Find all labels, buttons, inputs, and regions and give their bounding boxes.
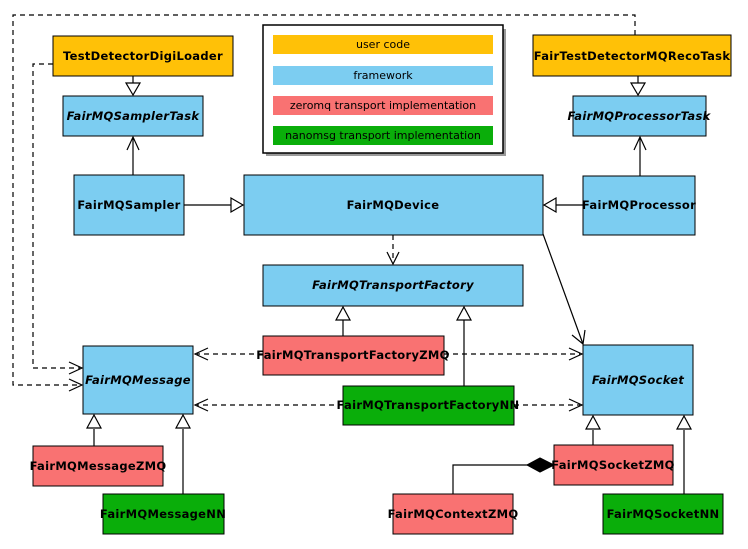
generalization-arrowhead [334,305,352,321]
svg-text:FairMQContextZMQ: FairMQContextZMQ [388,507,519,521]
svg-text:FairMQProcessor: FairMQProcessor [582,198,696,212]
open-arrowhead [193,347,209,361]
edge-sampler-extends-device [184,196,245,214]
generalization-arrowhead [174,413,192,429]
legend-label-framework: framework [353,69,413,82]
node-fairmq-socket-zmq: FairMQSocketZMQ [551,444,674,486]
legend-swatch-zeromq [273,96,493,115]
svg-text:FairMQSocket: FairMQSocket [592,373,684,387]
node-fairmq-socket: FairMQSocket [582,344,694,416]
svg-text:FairTestDetectorMQRecoTask: FairTestDetectorMQRecoTask [534,49,731,63]
edge-factoryzmq-depends-socket [444,347,584,361]
legend-label-user-code: user code [356,38,410,51]
edge-recotask-extends-processortask [629,76,647,97]
legend-swatch-framework [273,66,493,85]
edge-socketzmq-extends-socket [584,414,602,445]
svg-text:FairMQSocketNN: FairMQSocketNN [607,507,720,521]
generalization-arrowhead [675,414,693,430]
edge-factorynn-depends-socket [514,398,584,412]
edge-factorynn-extends-transportfactory [455,305,473,386]
edge-messagenn-extends-message [174,413,192,494]
legend-label-nanomsg: nanomsg transport implementation [285,129,481,142]
open-arrowhead [68,361,84,375]
svg-text:TestDetectorDigiLoader: TestDetectorDigiLoader [63,49,223,63]
svg-text:FairMQTransportFactory: FairMQTransportFactory [312,278,474,292]
node-fairmq-transport-factory-nn: FairMQTransportFactoryNN [337,385,520,426]
node-fairmq-message: FairMQMessage [82,345,194,415]
edge-device-depends-transportfactory [386,235,400,266]
edge-digiloader-extends-samplertask [124,76,142,97]
node-fairmq-transport-factory-zmq: FairMQTransportFactoryZMQ [256,335,450,376]
svg-text:FairMQDevice: FairMQDevice [347,198,440,212]
node-fairmq-sampler: FairMQSampler [73,174,185,236]
edge-processor-extends-device [542,196,583,214]
node-fairmq-message-zmq: FairMQMessageZMQ [30,445,167,487]
edge-device-uses-socket [542,233,586,346]
node-fair-test-detector-mq-reco-task: FairTestDetectorMQRecoTask [532,34,732,77]
edge-sampler-uses-samplertask [126,135,140,175]
generalization-arrowhead [542,196,557,214]
legend-swatch-user-code [273,35,493,54]
open-arrowhead [68,378,84,392]
svg-text:FairMQMessageZMQ: FairMQMessageZMQ [30,459,167,473]
edge-messagezmq-extends-message [85,413,103,446]
edge-digiloader-depends-message [32,63,84,375]
open-arrowhead [568,347,584,361]
open-arrowhead [386,251,400,266]
composition-diamond [525,457,556,473]
open-arrowhead [633,135,647,151]
generalization-arrowhead [455,305,473,321]
generalization-arrowhead [584,414,602,430]
node-fairmq-sampler-task: FairMQSamplerTask [62,95,204,137]
open-arrowhead [193,398,209,412]
legend-swatch-nanomsg [273,126,493,145]
svg-text:FairMQMessage: FairMQMessage [85,373,191,387]
svg-text:FairMQMessageNN: FairMQMessageNN [100,507,226,521]
node-test-detector-digi-loader: TestDetectorDigiLoader [52,35,234,77]
legend-label-zeromq: zeromq transport implementation [290,99,476,112]
legend: user code framework zeromq transport imp… [262,24,506,156]
svg-text:FairMQSamplerTask: FairMQSamplerTask [67,109,201,123]
open-arrowhead [126,135,140,151]
edge-contextzmq-composed-socketzmq [452,457,556,494]
node-fairmq-processor-task: FairMQProcessorTask [567,95,711,137]
edge-recotask-depends-message [12,14,636,392]
svg-text:FairMQProcessorTask: FairMQProcessorTask [567,109,711,123]
node-fairmq-socket-nn: FairMQSocketNN [602,493,724,535]
node-fairmq-message-nn: FairMQMessageNN [100,493,226,535]
edge-factorynn-depends-message [193,398,343,412]
node-fairmq-transport-factory: FairMQTransportFactory [262,264,524,307]
svg-text:FairMQTransportFactoryZMQ: FairMQTransportFactoryZMQ [256,348,450,362]
edge-factoryzmq-depends-message [193,347,263,361]
generalization-arrowhead [230,196,245,214]
generalization-arrowhead [629,82,647,97]
open-arrowhead [568,398,584,412]
generalization-arrowhead [85,413,103,429]
node-fairmq-context-zmq: FairMQContextZMQ [388,493,519,535]
svg-text:FairMQSampler: FairMQSampler [77,198,180,212]
svg-text:FairMQSocketZMQ: FairMQSocketZMQ [551,458,674,472]
generalization-arrowhead [124,82,142,97]
node-fairmq-processor: FairMQProcessor [582,175,696,236]
node-fairmq-device: FairMQDevice [243,174,544,236]
svg-text:FairMQTransportFactoryNN: FairMQTransportFactoryNN [337,398,520,412]
open-arrowhead [571,329,586,346]
edge-socketnn-extends-socket [675,414,693,494]
edge-processor-uses-processortask [633,135,647,176]
edge-factoryzmq-extends-transportfactory [334,305,352,336]
